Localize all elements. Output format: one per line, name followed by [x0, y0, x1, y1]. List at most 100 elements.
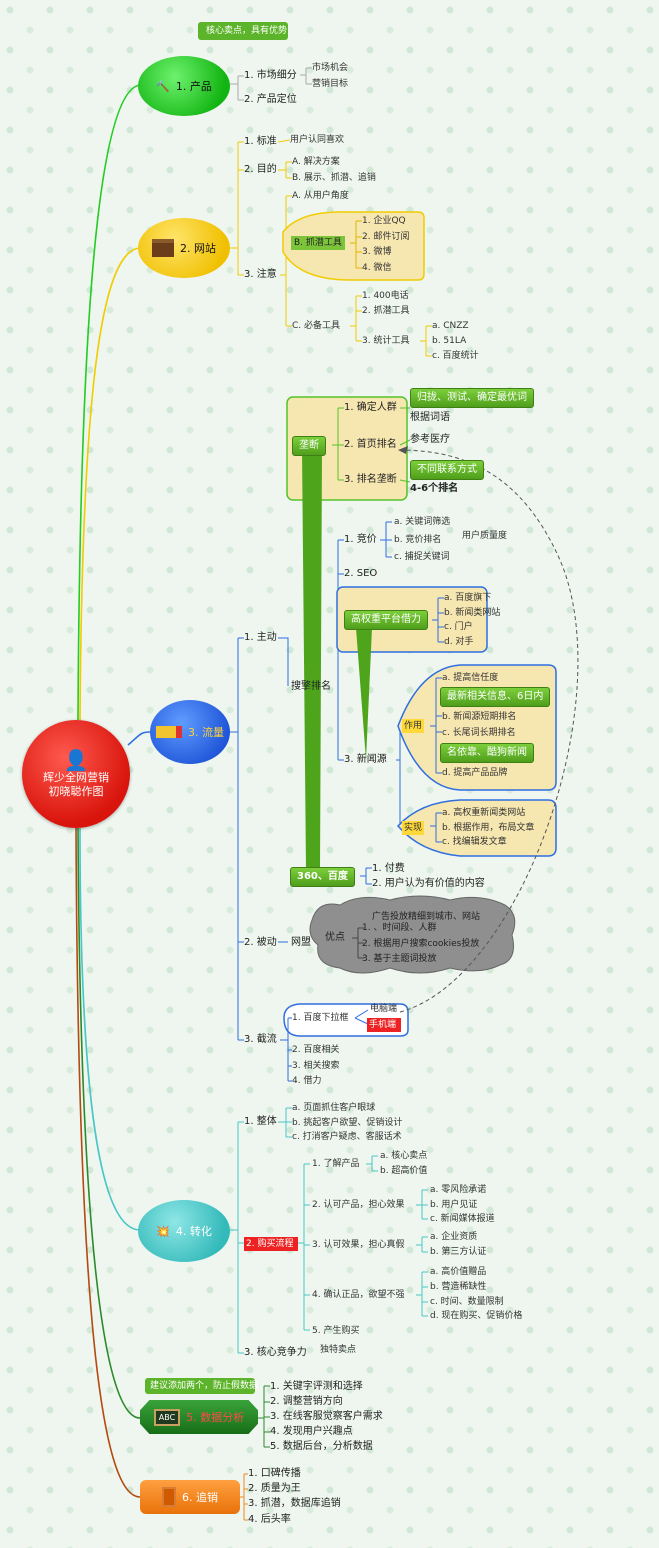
platform-competitor: d. 对手: [444, 637, 474, 647]
branch-convert-label: 4. 转化: [175, 1225, 212, 1238]
lead-tool-qq: 1. 企业QQ: [362, 216, 406, 226]
bid-capture-keywords: c. 捕捉关键词: [394, 552, 450, 562]
bid-keyword-filter: a. 关键词筛选: [394, 517, 451, 527]
monopoly-rank-lock: 3. 排名垄断: [344, 474, 397, 485]
step-worry-authenticity: 3. 认可效果，担心真假: [312, 1240, 405, 1250]
step-weak-desire: 4. 确认正品，欲望不强: [312, 1290, 405, 1300]
analytics-baidu: c. 百度统计: [432, 351, 479, 361]
truck-icon: [156, 726, 182, 738]
tool-lead-capture: 2. 抓潜工具: [362, 306, 410, 316]
branch-convert[interactable]: 💥 4. 转化: [138, 1200, 230, 1262]
analytics-51la: b. 51LA: [432, 336, 467, 346]
four-six-rankings: 4-6个排名: [410, 483, 459, 494]
desire-limits: c. 时间、数量限制: [430, 1297, 504, 1307]
traffic-active: 1. 主动: [244, 632, 277, 643]
product-callout: 核心卖点，具有优势: [206, 26, 288, 36]
baidu-related: 2. 百度相关: [292, 1045, 340, 1055]
impl-find-editor: c. 找编辑发文章: [442, 837, 507, 847]
traffic-passive: 2. 被动: [244, 937, 277, 948]
tool-400-phone: 1. 400电话: [362, 291, 409, 301]
effect-testimonials: b. 用户见证: [430, 1200, 478, 1210]
auth-third-party: b. 第三方认证: [430, 1247, 487, 1257]
website-purpose: 2. 目的: [244, 164, 277, 175]
follow-quality: 2. 质量为王: [248, 1483, 301, 1494]
news-implementation: 实现: [402, 821, 425, 835]
branch-follow-up-sales[interactable]: 6. 追销: [140, 1480, 240, 1514]
lead-tool-email: 2. 邮件订阅: [362, 232, 410, 242]
core-competitiveness: 3. 核心竞争力: [244, 1347, 307, 1358]
overall-eyeball: a. 页面抓住客户眼球: [292, 1103, 376, 1113]
platform-baidu: a. 百度旗下: [444, 593, 492, 603]
branch-website-label: 2. 网站: [180, 242, 216, 255]
convert-overall: 1. 整体: [244, 1116, 277, 1127]
analytics-cnzz: a. CNZZ: [432, 321, 469, 331]
auth-qualification: a. 企业资质: [430, 1232, 478, 1242]
desk-icon: [152, 239, 174, 257]
effect-zero-risk: a. 零风险承诺: [430, 1185, 487, 1195]
branch-website[interactable]: 2. 网站: [138, 218, 230, 278]
gavel-icon: 🔨: [156, 79, 170, 93]
reference-medical: 参考医疗: [410, 434, 450, 445]
adv-precise-targeting: 广告投放精细到城市、网站: [372, 912, 481, 922]
follow-database: 3. 抓潜，数据库追销: [248, 1498, 341, 1509]
lead-tool-wechat: 4. 微信: [362, 263, 392, 273]
overall-desire: b. 挑起客户欲望、促销设计: [292, 1118, 403, 1128]
mobile: 手机端: [369, 1020, 397, 1030]
website-purpose-a: A. 解决方案: [292, 157, 340, 167]
tool-analytics: 3. 统计工具: [362, 336, 410, 346]
bidding: 1. 竞价: [344, 534, 377, 545]
contact-methods-tag: 不同联系方式: [410, 460, 484, 480]
platform-portal: c. 门户: [444, 622, 473, 632]
purchase-process: 2. 购买流程: [246, 1239, 294, 1249]
search-ranking: 搜擎排名: [291, 681, 331, 692]
effect-short-rank: b. 新闻源短期排名: [442, 712, 517, 722]
impl-news-sites: a. 高权重新闻类网站: [442, 808, 526, 818]
website-standard-detail: 用户认同喜欢: [290, 135, 345, 145]
user-quality-score: 用户质量度: [462, 531, 508, 541]
overall-doubts: c. 打消客户疑虑、客服话术: [292, 1132, 402, 1142]
desire-gift: a. 高价值赠品: [430, 1267, 487, 1277]
data-adjust-direction: 2. 调整营销方向: [270, 1396, 343, 1407]
central-title-line2: 初晓聪作图: [48, 785, 104, 798]
desire-scarcity: b. 营造稀缺性: [430, 1282, 487, 1292]
kugou-news-tag: 名依靠、酷狗新闻: [440, 743, 534, 763]
effect-trust: a. 提高信任度: [442, 673, 499, 683]
data-backend: 5. 数据后台，分析数据: [270, 1441, 373, 1452]
central-title-line1: 辉少全网营销: [43, 771, 109, 784]
branch-product-label: 1. 产品: [175, 80, 212, 93]
360-baidu-tag: 360、百度: [290, 867, 355, 887]
leverage: 4. 借力: [292, 1076, 322, 1086]
data-keyword-eval: 1. 关键字评测和选择: [270, 1381, 363, 1392]
valuable-content: 2. 用户认为有价值的内容: [372, 878, 485, 889]
high-authority-platform-tag: 高权重平台借力: [344, 610, 428, 630]
branch-traffic[interactable]: 3. 流量: [150, 700, 230, 764]
baidu-dropdown: 1. 百度下拉框: [292, 1013, 349, 1023]
product-market-opportunity: 市场机会: [312, 63, 349, 73]
adv-topic-words: 3. 基于主题词投放: [362, 954, 437, 964]
ad-network: 网盟: [291, 937, 311, 948]
adv-cookies: 2. 根据用户搜索cookies投放: [362, 939, 480, 949]
website-purpose-b: B. 展示、抓潜、追销: [292, 173, 376, 183]
product-marketing-target: 营销目标: [312, 79, 349, 89]
understand-core: a. 核心卖点: [380, 1151, 428, 1161]
central-topic[interactable]: 👤 辉少全网营销 初晓聪作图: [22, 720, 130, 828]
advantages: 优点: [325, 932, 345, 943]
data-online-service: 3. 在线客服觉察客户需求: [270, 1411, 383, 1422]
monopoly-tag: 垄断: [292, 436, 326, 456]
website-notice: 3. 注意: [244, 269, 277, 280]
paid: 1. 付费: [372, 863, 405, 874]
traffic-intercept: 3. 截流: [244, 1034, 277, 1045]
website-required-tools: C. 必备工具: [292, 321, 341, 331]
bid-ranking: b. 竞价排名: [394, 535, 442, 545]
step-understand: 1. 了解产品: [312, 1159, 360, 1169]
door-icon: [162, 1487, 176, 1507]
follow-repurchase: 4. 后头率: [248, 1514, 291, 1525]
keyword-test-tag: 归拢、测试、确定最优词: [410, 388, 534, 408]
adv-timeslot: 1. 、时间段、人群: [362, 923, 437, 933]
branch-traffic-label: 3. 流量: [188, 726, 224, 739]
branch-product[interactable]: 🔨 1. 产品: [138, 56, 230, 116]
branch-data-analysis[interactable]: ABC 5. 数据分析: [140, 1400, 258, 1434]
seo: 2. SEO: [344, 568, 378, 579]
person-icon: 👤: [63, 748, 89, 772]
related-search: 3. 相关搜索: [292, 1061, 340, 1071]
